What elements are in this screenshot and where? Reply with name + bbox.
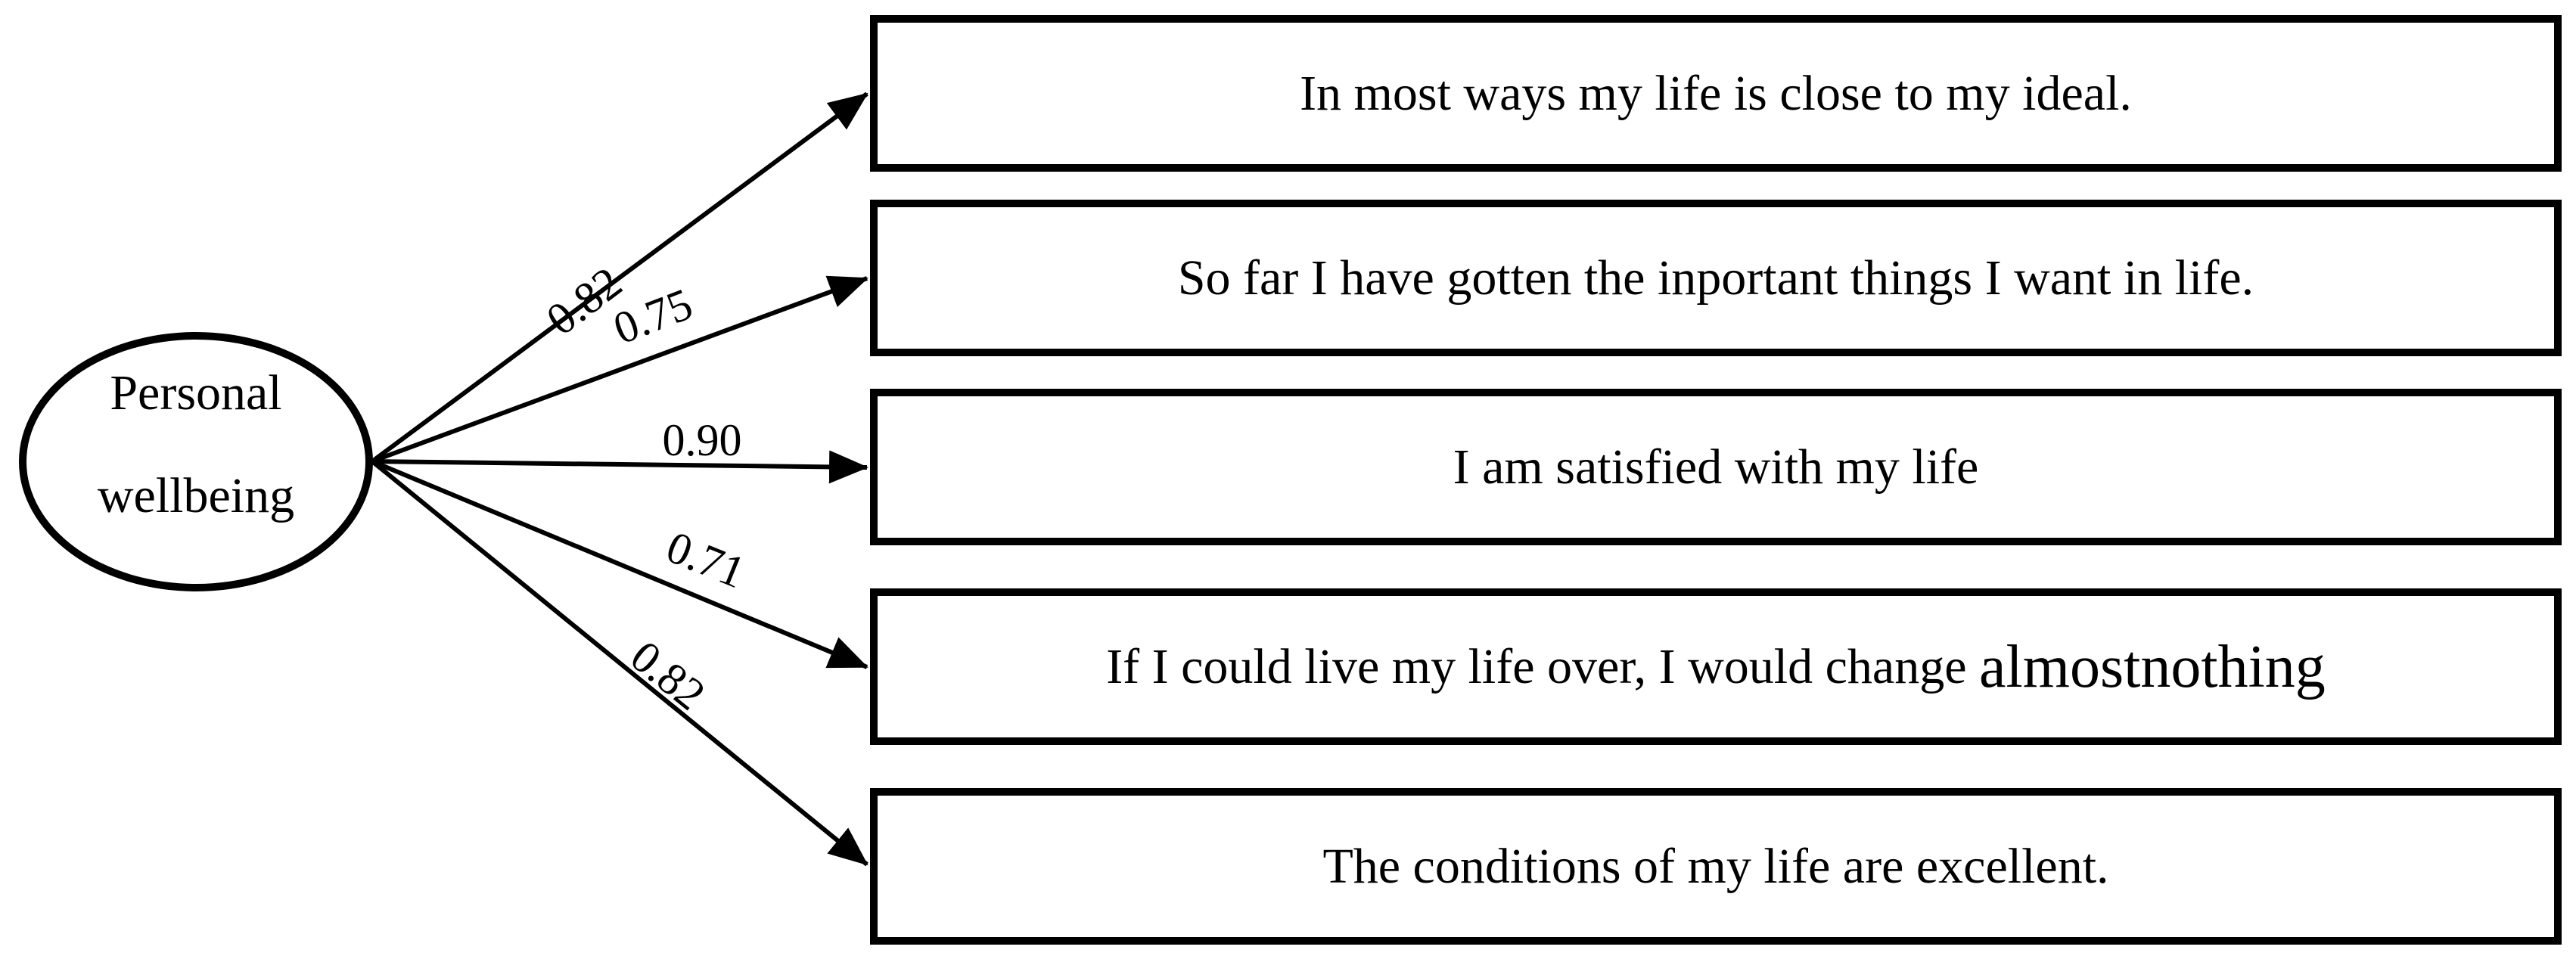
indicator-box-2: So far I have gotten the inportant thing… <box>870 200 2562 356</box>
loading-value-3: 0.90 <box>662 415 742 465</box>
indicator-box-3: I am satisfied with my life <box>870 389 2562 545</box>
indicator-text-1: In most ways my life is close to my idea… <box>1300 65 2132 121</box>
latent-label-line1: Personal <box>110 365 282 421</box>
loading-arrow-5 <box>371 459 869 867</box>
loading-arrow-3 <box>371 450 869 484</box>
loading-arrow-4 <box>371 459 869 669</box>
indicator-box-4: If I could live my life over, I would ch… <box>870 588 2562 745</box>
latent-variable-ellipse: Personal wellbeing <box>19 332 373 591</box>
indicator-text-4-emphasis: almostnothing <box>1979 633 2326 700</box>
indicator-text-2: So far I have gotten the inportant thing… <box>1177 250 2254 306</box>
indicator-text-4: If I could live my life over, I would ch… <box>1106 638 1980 694</box>
indicator-text-3: I am satisfied with my life <box>1453 439 1979 495</box>
indicator-box-1: In most ways my life is close to my idea… <box>870 15 2562 172</box>
indicator-box-5: The conditions of my life are excellent. <box>870 788 2562 945</box>
loading-arrow-2 <box>371 275 869 464</box>
loading-arrow-1 <box>371 92 869 464</box>
latent-label-line2: wellbeing <box>97 468 295 523</box>
indicator-text-5: The conditions of my life are excellent. <box>1322 838 2109 894</box>
